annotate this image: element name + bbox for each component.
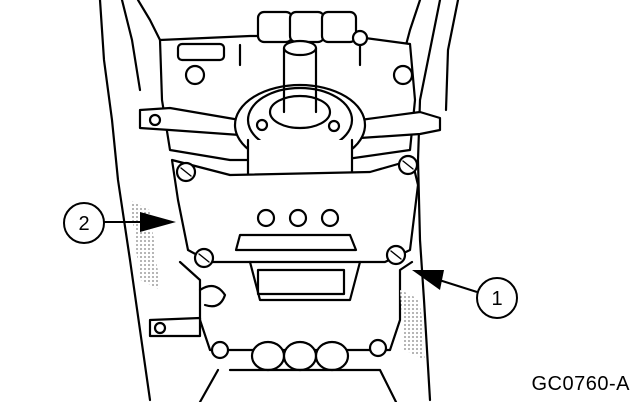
callout-1: 1 (412, 270, 518, 319)
callout-1-arrowhead (412, 270, 444, 290)
figure-id-label: GC0760-A (531, 373, 630, 395)
housing-right-edge (416, 0, 442, 402)
housing-left-edge (98, 0, 152, 402)
callout-1-label: 1 (491, 288, 502, 310)
callout-2-label: 2 (78, 213, 89, 235)
housing-left-inner (120, 0, 142, 92)
callout-2-arrowhead (140, 212, 176, 232)
callout-2: 2 (63, 202, 176, 244)
cover-bolt (176, 29, 414, 86)
output-shaft (282, 46, 318, 114)
